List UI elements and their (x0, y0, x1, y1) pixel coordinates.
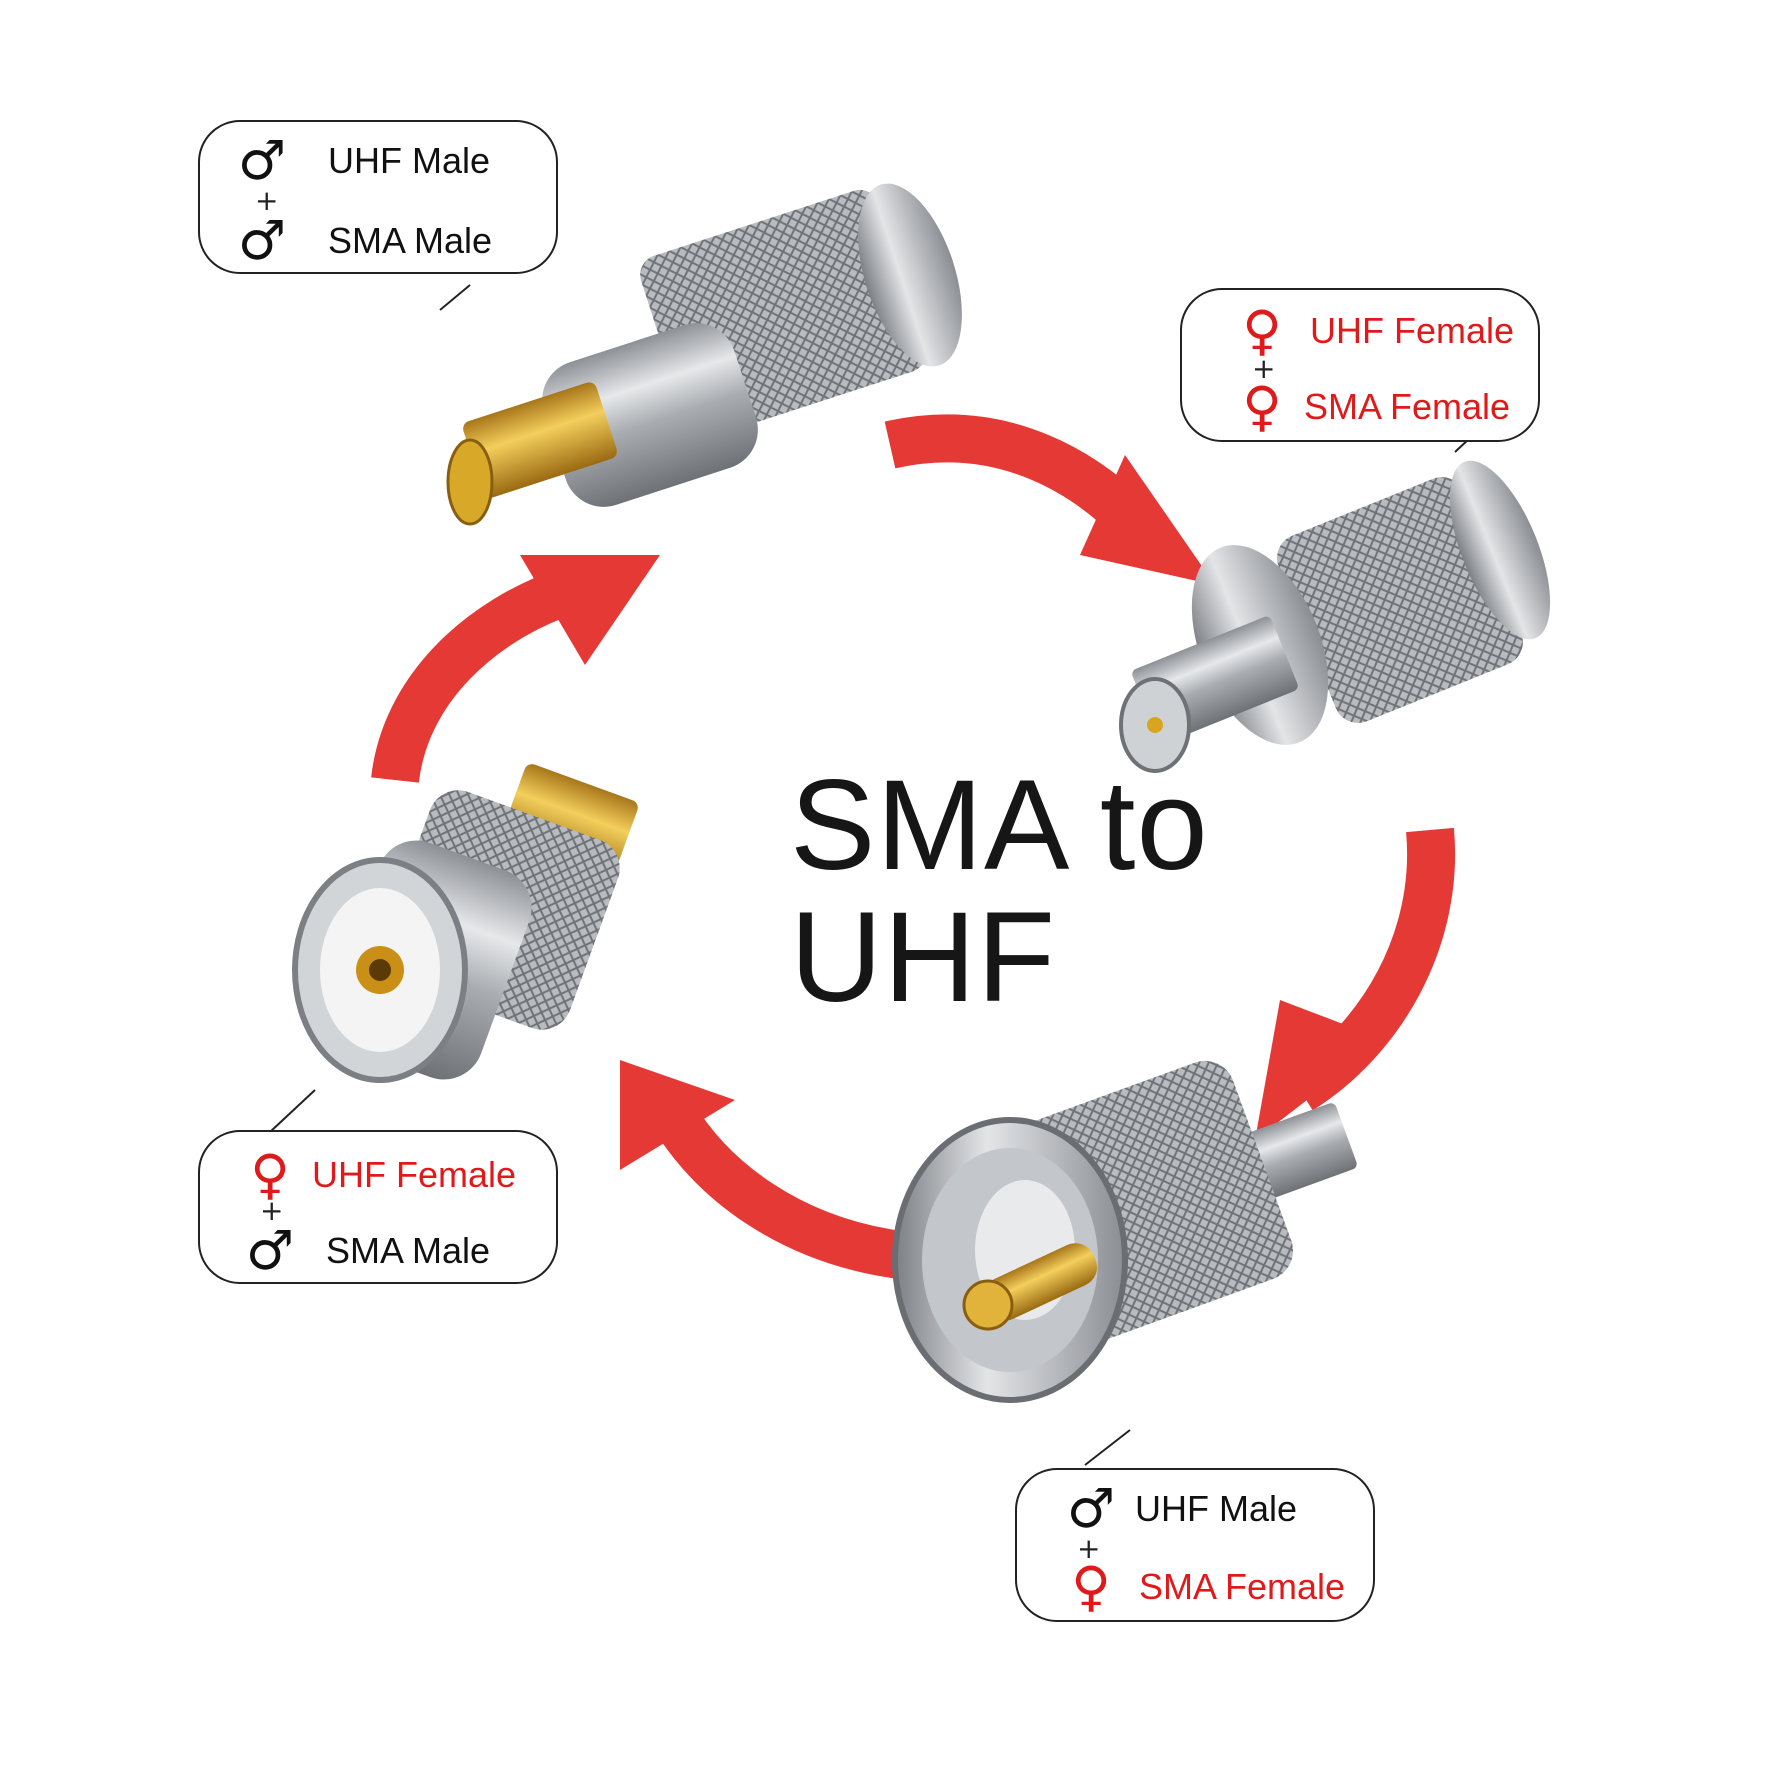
connector-uhf-male-sma-female (892, 1060, 1357, 1403)
connector-uhf-female-sma-male (292, 764, 638, 1083)
male-symbol-icon: ♂ (237, 129, 287, 192)
bubble-bottom-label: SMA Female (1304, 386, 1511, 427)
plus-sign: + (1077, 1532, 1101, 1565)
bubble-tail (269, 1089, 316, 1133)
label-bubble-uhf-male-sma-male: ♂ UHF Male + ♂ SMA Male (198, 120, 558, 274)
connector-uhf-male-sma-male (446, 183, 962, 526)
curved-arrow-icon (620, 1060, 904, 1279)
bubble-tail (439, 284, 471, 311)
plus-sign: + (255, 184, 279, 217)
curved-arrow-icon (884, 414, 1215, 585)
curved-arrow-icon (371, 555, 660, 784)
curved-arrow-icon (1255, 827, 1456, 1140)
male-symbol-icon: ♂ (1066, 1477, 1116, 1540)
page-title: SMA to UHF (790, 760, 1209, 1024)
male-symbol-icon: ♂ (245, 1219, 295, 1282)
plus-sign: + (1252, 352, 1276, 385)
label-bubble-uhf-female-sma-male: ♀ UHF Female + ♂ SMA Male (198, 1130, 558, 1284)
female-symbol-icon: ♀ (1071, 1555, 1111, 1618)
bubble-tail (1084, 1429, 1131, 1466)
label-bubble-uhf-male-sma-female: ♂ UHF Male + ♀ SMA Female (1015, 1468, 1375, 1622)
bubble-bottom-label: SMA Male (326, 1230, 491, 1271)
bubble-top-label: UHF Female (312, 1154, 517, 1195)
bubble-top-label: UHF Female (1310, 310, 1515, 351)
bubble-top-label: UHF Male (328, 140, 491, 181)
bubble-bottom-label: SMA Male (328, 220, 493, 261)
female-symbol-icon: ♀ (250, 1143, 290, 1206)
bubble-bottom-label: SMA Female (1139, 1566, 1346, 1607)
title-line-2: UHF (790, 886, 1057, 1029)
male-symbol-icon: ♂ (237, 209, 287, 272)
label-bubble-uhf-female-sma-female: ♀ UHF Female + ♀ SMA Female (1180, 288, 1540, 442)
bubble-top-label: UHF Male (1135, 1488, 1298, 1529)
title-line-1: SMA to (790, 754, 1209, 897)
female-symbol-icon: ♀ (1242, 299, 1282, 362)
plus-sign: + (260, 1194, 284, 1227)
female-symbol-icon: ♀ (1242, 375, 1282, 438)
connector-uhf-female-sma-female (1119, 460, 1551, 773)
